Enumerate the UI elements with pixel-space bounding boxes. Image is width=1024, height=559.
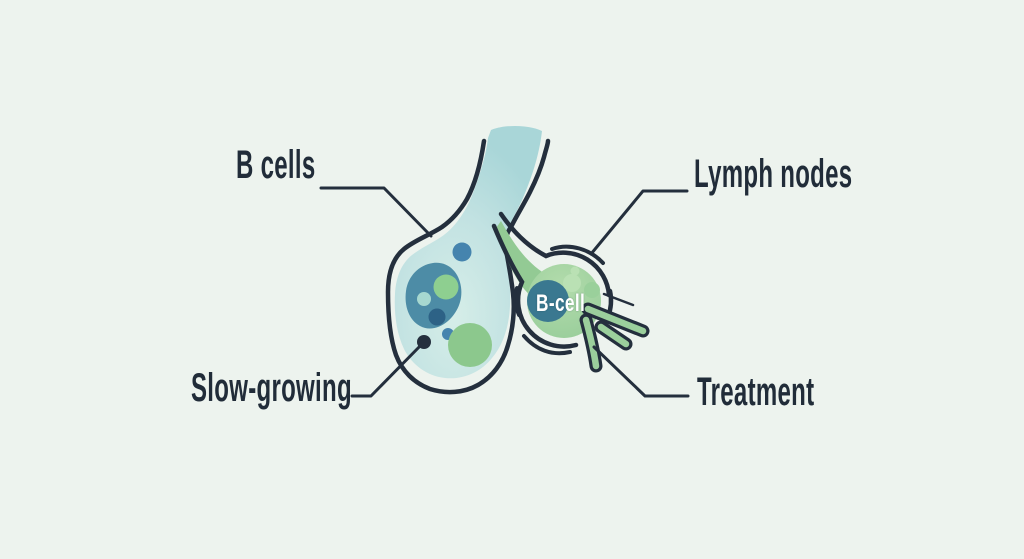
lymph-nodes-leader-line bbox=[589, 189, 689, 256]
lymph-cell-nucleus bbox=[527, 280, 569, 322]
organ-blob-green-circle bbox=[433, 274, 459, 300]
dashed-arc-bottom-left bbox=[522, 334, 572, 356]
spike-short-fill bbox=[597, 323, 630, 348]
organ-blob-light-circle bbox=[417, 292, 431, 306]
label-lymph-nodes: Lymph nodes bbox=[694, 152, 853, 196]
leader-lines bbox=[319, 186, 690, 398]
label-b-cells: B cells bbox=[236, 143, 316, 187]
spike-long-fill bbox=[584, 305, 647, 335]
b-cells-leader-line bbox=[319, 186, 433, 238]
cell-caption: B-cell bbox=[536, 290, 586, 317]
spikes-fill bbox=[582, 305, 647, 370]
organ-blue-circle-top bbox=[452, 242, 472, 262]
slow-growing-leader-line bbox=[350, 340, 426, 398]
dashed-arc-top bbox=[550, 244, 605, 265]
cell-green-circle-right bbox=[584, 282, 600, 298]
label-treatment: Treatment bbox=[697, 370, 815, 414]
cell-outline-upper bbox=[498, 211, 612, 298]
slow-growing-pointer-dot bbox=[417, 335, 431, 349]
organ-blob-dark-circle bbox=[428, 308, 446, 326]
spike-leg-fill bbox=[582, 316, 600, 370]
cell-outline-lower bbox=[491, 223, 579, 349]
organ-green-circle-large bbox=[448, 323, 492, 367]
cell-light-circle-2 bbox=[570, 266, 580, 276]
label-slow-growing: Slow-growing bbox=[191, 366, 352, 410]
treatment-leader-line bbox=[592, 345, 690, 398]
cell-light-circle-1 bbox=[563, 274, 581, 292]
